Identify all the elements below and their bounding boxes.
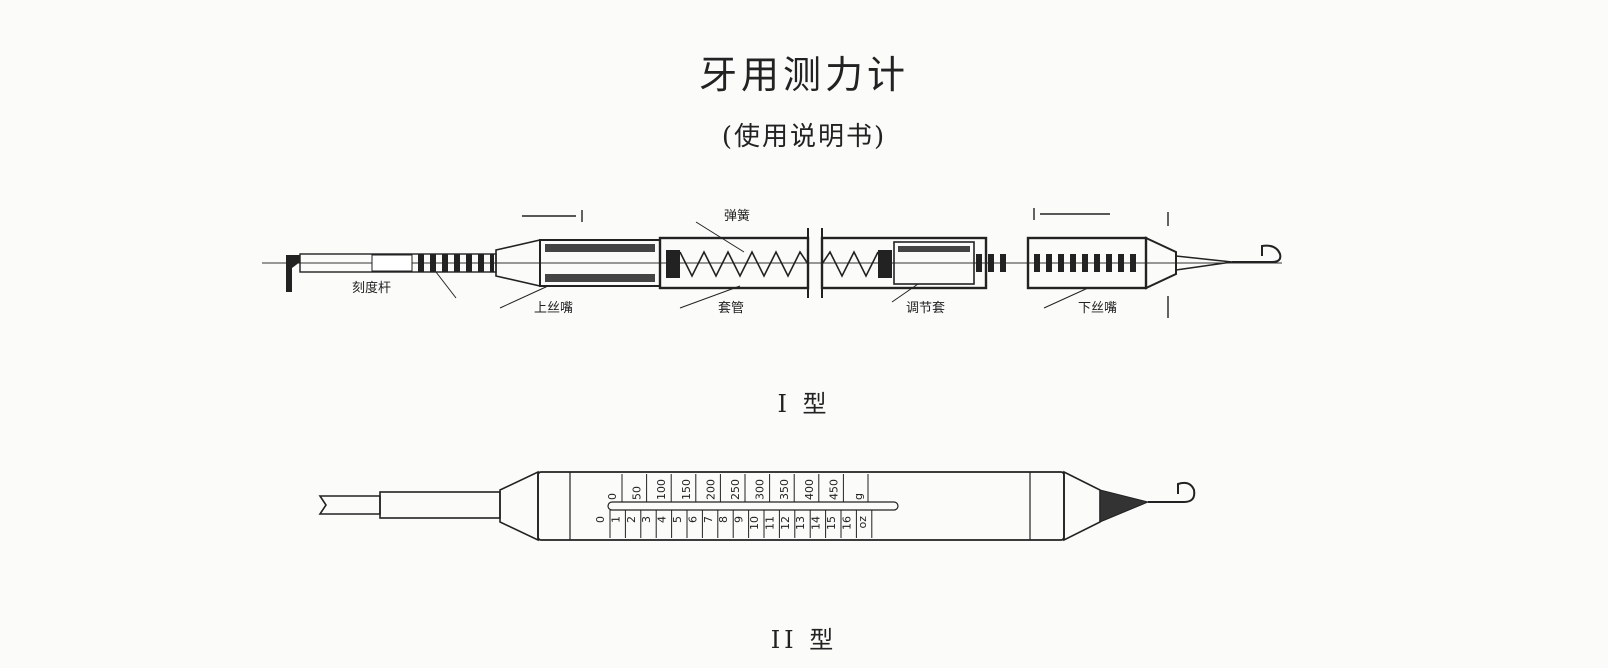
ounce-scale-label: 4: [656, 516, 669, 523]
ounce-scale-label: 13: [794, 516, 807, 530]
ounce-scale-label: 2: [625, 516, 638, 523]
ounce-scale-label: 10: [748, 516, 761, 530]
right-nozzle-tip: [1099, 489, 1150, 523]
lower-nozzle-threads: [1034, 254, 1136, 272]
gram-scale-label: 100: [655, 479, 668, 500]
ounce-scale-label: oz: [856, 516, 869, 529]
right-taper: [1063, 470, 1101, 542]
label-spring: 弹簧: [724, 208, 750, 224]
scale-rod-graduations: [418, 254, 494, 272]
ounce-scale-label: 9: [733, 516, 746, 523]
ounce-scale-label: 7: [702, 516, 715, 523]
adjust-sleeve-graduations: [976, 254, 1006, 272]
gram-scale-label: 0: [606, 493, 619, 500]
left-collar: [379, 491, 501, 519]
ounce-scale-label: 1: [609, 516, 622, 523]
gram-scale-label: 50: [631, 486, 644, 500]
left-rod: [318, 495, 381, 515]
adjust-sleeve-body: [893, 241, 975, 285]
gram-scale-label: 350: [778, 479, 791, 500]
right-hook-icon: [1232, 244, 1282, 263]
right-hook-icon: [1148, 481, 1196, 503]
document-title: 牙用测力计: [698, 53, 909, 97]
gram-scale: 0 50 100 150 200 250 300 350 400 450 g: [606, 474, 869, 502]
ounce-scale-label: 11: [763, 516, 776, 530]
indicator-slot: [607, 501, 899, 511]
spring-left-cap: [666, 250, 680, 278]
spring-right-cap: [878, 250, 892, 278]
left-hook-tip: [286, 255, 300, 292]
figure-2-caption: II 型: [770, 626, 838, 654]
leader-lower-nozzle: [1043, 287, 1089, 309]
upper-nozzle-hatch-bottom: [545, 274, 655, 282]
label-adjust-sleeve: 调节套: [906, 300, 945, 316]
gram-scale-label: 200: [704, 479, 717, 500]
leader-spring: [695, 221, 745, 253]
ounce-scale-label: 16: [840, 516, 853, 530]
gram-scale-label: 400: [803, 479, 816, 500]
gram-scale-label: 250: [729, 479, 742, 500]
label-sleeve: 套管: [718, 300, 744, 316]
leader-upper-nozzle: [499, 285, 549, 309]
ounce-scale-label: 8: [717, 516, 730, 523]
spring-coils-right: [821, 250, 879, 278]
left-taper: [499, 470, 539, 542]
gram-scale-label: g: [852, 493, 865, 500]
label-scale-rod: 刻度杆: [352, 280, 391, 296]
gram-scale-label: 150: [680, 479, 693, 500]
figure-1-caption: I 型: [777, 390, 831, 418]
spring-coils-left: [679, 250, 809, 278]
upper-nozzle-hatch-top: [545, 244, 655, 252]
leader-adjust-sleeve: [891, 283, 919, 303]
lower-nozzle-taper: [1145, 236, 1177, 290]
ounce-scale-label: 6: [686, 516, 699, 523]
ounce-scale-label: 0: [594, 516, 607, 523]
ounce-scale-label: 3: [640, 516, 653, 523]
document-subtitle: (使用说明书): [721, 122, 887, 152]
label-lower-nozzle: 下丝嘴: [1078, 301, 1117, 316]
gram-scale-label: 300: [754, 479, 767, 500]
ounce-scale-label: 12: [779, 516, 792, 530]
scale-rod-window: [371, 254, 413, 272]
leader-sleeve: [679, 285, 741, 309]
leader-scale-rod: [435, 271, 457, 299]
adjust-sleeve-hatch: [898, 246, 970, 252]
ounce-scale-label: 14: [810, 516, 823, 530]
label-upper-nozzle: 上丝嘴: [534, 301, 573, 316]
gram-scale-label: 450: [827, 479, 840, 500]
ounce-scale-label: 5: [671, 516, 684, 523]
ounce-scale-label: 15: [825, 516, 838, 530]
type-1-cross-section-figure: 弹簧 刻度杆 上丝嘴 套管 调节套 下丝嘴: [262, 208, 1282, 318]
